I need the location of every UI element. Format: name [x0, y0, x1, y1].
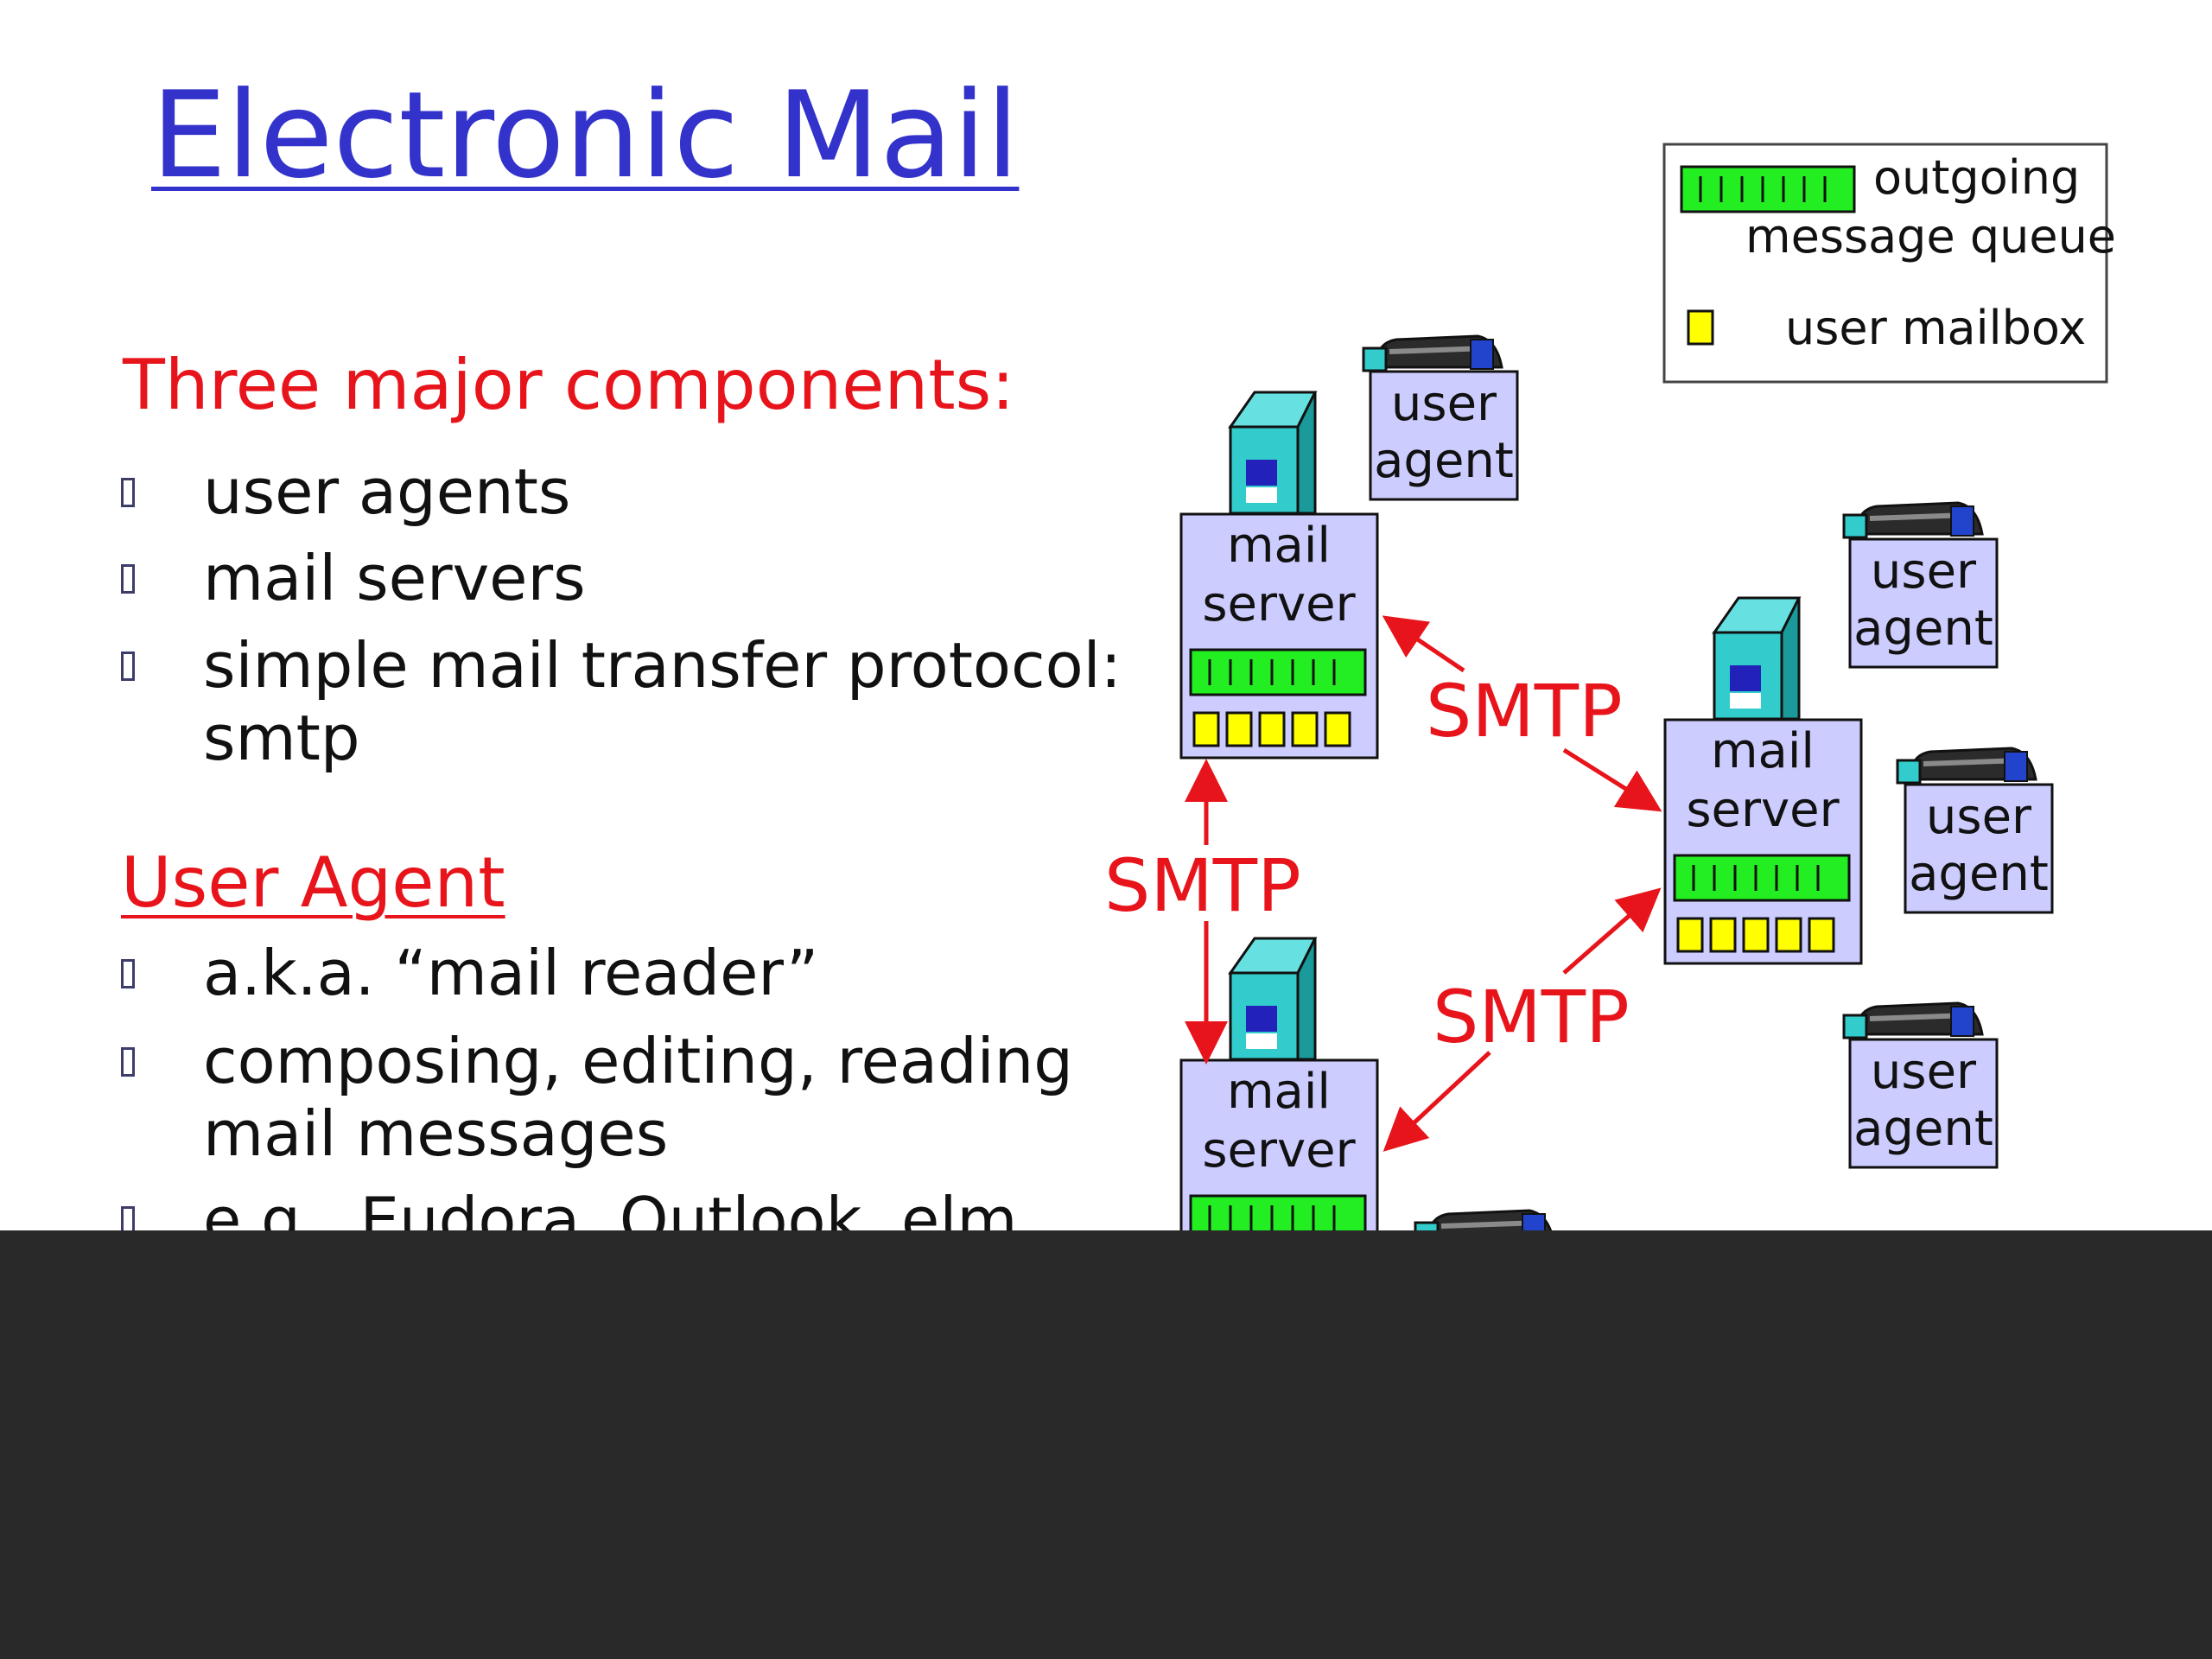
- mail-server-label-2: server: [1202, 1122, 1356, 1179]
- mail-server-label-1: mail: [1227, 518, 1331, 574]
- bullet-text: a.k.a. “mail reader”: [203, 937, 819, 1009]
- mail-server: mail server: [1663, 596, 1863, 965]
- workstation-icon: [1415, 1211, 1554, 1230]
- bullet-marker-icon: [121, 478, 135, 507]
- workstation-icon: [1897, 748, 2036, 783]
- computer-icon: [1713, 596, 1801, 721]
- smtp-label: SMTP: [1426, 669, 1623, 753]
- mail-server-label-2: server: [1686, 782, 1840, 838]
- computer-icon: [1229, 391, 1317, 515]
- mail-server-label-2: server: [1202, 576, 1356, 632]
- bullet-text: mail servers: [203, 542, 586, 614]
- bullet-marker-icon: [121, 1047, 135, 1077]
- user-agent: user agent: [1897, 748, 2054, 914]
- smtp-arrow: [1382, 615, 1465, 673]
- user-mailbox-icon: [1676, 917, 1835, 953]
- email-architecture-diagram: outgoing message queue user mailbox mail…: [1104, 143, 2116, 1230]
- smtp-label: SMTP: [1104, 843, 1301, 928]
- mail-server: mail server: [1179, 391, 1379, 760]
- user-agent: user agent: [1844, 1003, 1999, 1169]
- user-agent: user agent: [1363, 336, 1519, 501]
- legend-mailbox-label: user mailbox: [1785, 301, 2086, 355]
- components-heading: Three major components:: [123, 345, 1015, 425]
- legend-queue-label-1: outgoing: [1873, 150, 2080, 205]
- smtp-arrow: [1562, 887, 1662, 975]
- outgoing-queue-icon: [1189, 648, 1367, 696]
- user-agent-label-2: agent: [1374, 433, 1514, 489]
- bottom-panel: [0, 1230, 2212, 1659]
- bullet-marker-icon: [121, 1206, 135, 1230]
- bullet-text: composing, editing, reading mail message…: [203, 1025, 1073, 1170]
- computer-icon: [1229, 937, 1317, 1061]
- smtp-label: SMTP: [1433, 975, 1630, 1059]
- user-agent-label-1: user: [1871, 1044, 1977, 1100]
- slide: Electronic Mail Three major components: …: [0, 0, 2212, 1230]
- mail-server-label-1: mail: [1227, 1064, 1331, 1120]
- user-agent-label-2: agent: [1853, 601, 1993, 657]
- workstation-icon: [1363, 336, 1502, 371]
- bullet-text: user agents: [203, 455, 571, 528]
- user-agent-label-2: agent: [1853, 1101, 1993, 1157]
- bullet-text: simple mail transfer protocol: smtp: [203, 629, 1122, 774]
- user-agent: [1415, 1211, 1554, 1230]
- workstation-icon: [1844, 503, 1982, 537]
- bullet-text: e.g., Eudora, Outlook, elm,: [203, 1184, 1038, 1230]
- user-agent-label-1: user: [1871, 543, 1977, 600]
- legend-queue-label-2: message queue: [1745, 209, 2116, 264]
- user-agent-label-1: user: [1926, 789, 2032, 845]
- mail-server-label-1: mail: [1711, 723, 1815, 779]
- legend: outgoing message queue user mailbox: [1662, 143, 2116, 384]
- user-mailbox-icon: [1687, 309, 1714, 346]
- bullet-marker-icon: [121, 652, 135, 681]
- bullet-marker-icon: [121, 564, 135, 594]
- user-agent-label-1: user: [1391, 376, 1497, 432]
- user-agent: user agent: [1844, 503, 1999, 669]
- workstation-icon: [1844, 1003, 1982, 1038]
- user-mailbox-icon: [1192, 711, 1351, 747]
- user-agent-heading: User Agent: [121, 842, 505, 923]
- smtp-arrow: [1382, 1051, 1491, 1152]
- outgoing-queue-icon: [1680, 165, 1856, 213]
- user-agent-label-2: agent: [1909, 846, 2049, 902]
- mail-server: mail server: [1179, 937, 1379, 1230]
- slide-title: Electronic Mail: [151, 66, 1020, 205]
- smtp-arrow: [1562, 747, 1662, 812]
- outgoing-queue-icon: [1673, 854, 1851, 902]
- bullet-marker-icon: [121, 959, 135, 988]
- outgoing-queue-icon: [1189, 1194, 1367, 1230]
